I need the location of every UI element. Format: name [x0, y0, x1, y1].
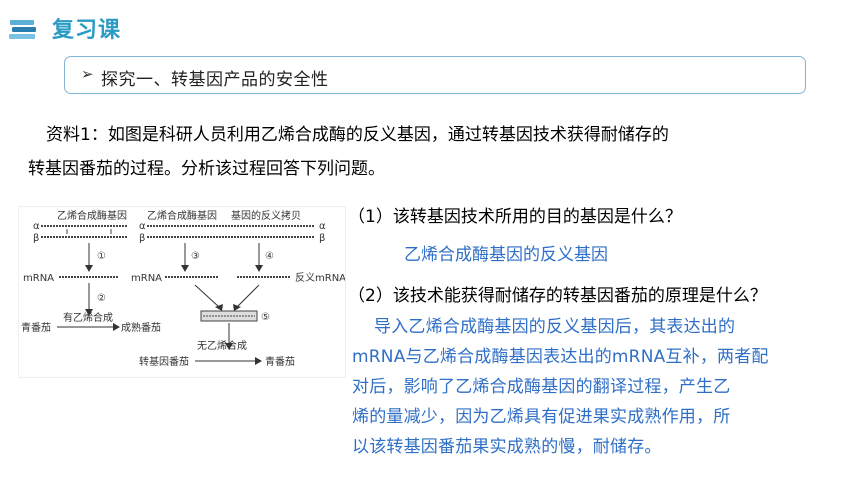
question-1: （1）该转基因技术所用的目的基因是什么？	[348, 207, 682, 227]
material-paragraph: 资料1：如图是科研人员利用乙烯合成酶的反义基因，通过转基因技术获得耐储存的 转基…	[28, 118, 838, 186]
transgenic-tomato-label: 转基因番茄	[139, 355, 189, 368]
section-title: 探究一、转基因产品的安全性	[101, 70, 329, 90]
beta-label: β	[33, 233, 39, 244]
no-ethylene-label: 无乙烯合成	[197, 339, 247, 352]
section-heading-box: ➢ 探究一、转基因产品的安全性	[64, 56, 806, 94]
answer-2-line-5: 以该转基因番茄果实成熟的慢，耐储存。	[352, 437, 662, 457]
step-4-label: ④	[265, 251, 274, 262]
material-line-1: 资料1：如图是科研人员利用乙烯合成酶的反义基因，通过转基因技术获得耐储存的	[46, 125, 669, 145]
gene-label-left: 乙烯合成酶基因	[57, 209, 127, 222]
answer-1: 乙烯合成酶基因的反义基因	[404, 245, 608, 265]
answer-2: 导入乙烯合成酶基因的反义基因后，其表达出的 mRNA与乙烯合成酶基因表达出的mR…	[352, 312, 842, 462]
book-stack-icon	[9, 20, 36, 39]
answer-2-line-2: mRNA与乙烯合成酶基因表达出的mRNA互补，两者配	[352, 347, 769, 367]
green-tomato-label-2: 青番茄	[265, 355, 295, 368]
beta-label-3: β	[319, 233, 325, 244]
gene-label-mid: 乙烯合成酶基因	[147, 209, 217, 222]
alpha-label: α	[33, 221, 40, 232]
alpha-label-2: α	[139, 221, 146, 232]
alpha-label-3: α	[319, 221, 326, 232]
material-line-2: 转基因番茄的过程。分析该过程回答下列问题。	[28, 159, 385, 179]
green-tomato-label: 青番茄	[21, 321, 51, 334]
ripe-tomato-label: 成熟番茄	[121, 321, 161, 334]
step-2-label: ②	[97, 293, 106, 304]
answer-2-line-4: 烯的量减少，因为乙烯具有促进果实成熟作用，所	[352, 407, 731, 427]
page-title: 复习课	[52, 18, 122, 43]
step-1-label: ①	[97, 251, 106, 262]
transgenic-tomato-diagram: 乙烯合成酶基因 α β ① mRNA ② 有乙烯合成 青番茄 成熟番茄 乙烯合成…	[18, 206, 346, 378]
arrow-bullet-icon: ➢	[81, 65, 94, 83]
step-3-label: ③	[191, 251, 200, 262]
question-2: （2）该技术能获得耐储存的转基因番茄的原理是什么？	[348, 286, 767, 306]
mrna-label-right: mRNA	[131, 273, 162, 284]
answer-2-line-3: 对后，影响了乙烯合成酶基因的翻译过程，产生乙	[352, 377, 731, 397]
answer-2-line-1: 导入乙烯合成酶基因的反义基因后，其表达出的	[374, 317, 736, 337]
step-5-label: ⑤	[261, 312, 270, 323]
antisense-mrna-label: 反义mRNA	[295, 272, 345, 284]
mrna-label-left: mRNA	[23, 273, 54, 284]
beta-label-2: β	[139, 233, 145, 244]
ethylene-synth-label: 有乙烯合成	[63, 311, 113, 324]
antisense-copy-label: 基因的反义拷贝	[231, 209, 301, 222]
